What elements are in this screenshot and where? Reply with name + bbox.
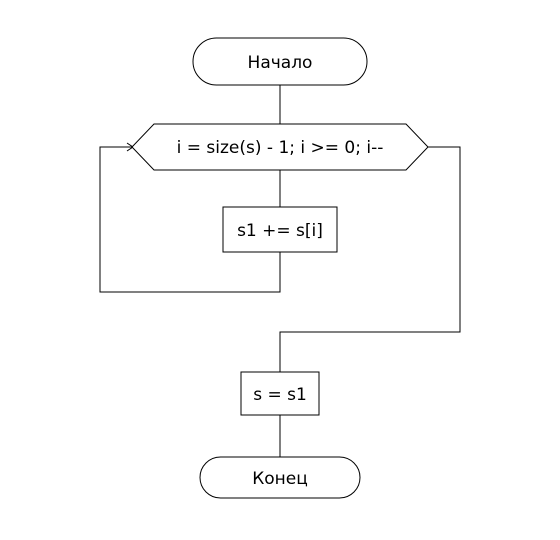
loop-body-process: s1 += s[i] <box>222 206 338 253</box>
end-terminator: Конец <box>199 456 361 499</box>
end-label: Конец <box>252 469 308 489</box>
loop-hexagon: i = size(s) - 1; i >= 0; i-- <box>131 123 429 171</box>
loop-back-line <box>99 146 281 293</box>
loop-label: i = size(s) - 1; i >= 0; i-- <box>177 138 384 158</box>
start-terminator: Начало <box>192 37 368 86</box>
loop-exit-line <box>279 146 461 372</box>
start-label: Начало <box>248 53 313 73</box>
assign-label: s = s1 <box>253 385 307 405</box>
assign-process: s = s1 <box>240 371 320 416</box>
loop-body-label: s1 += s[i] <box>237 221 323 241</box>
connectors <box>99 85 461 457</box>
